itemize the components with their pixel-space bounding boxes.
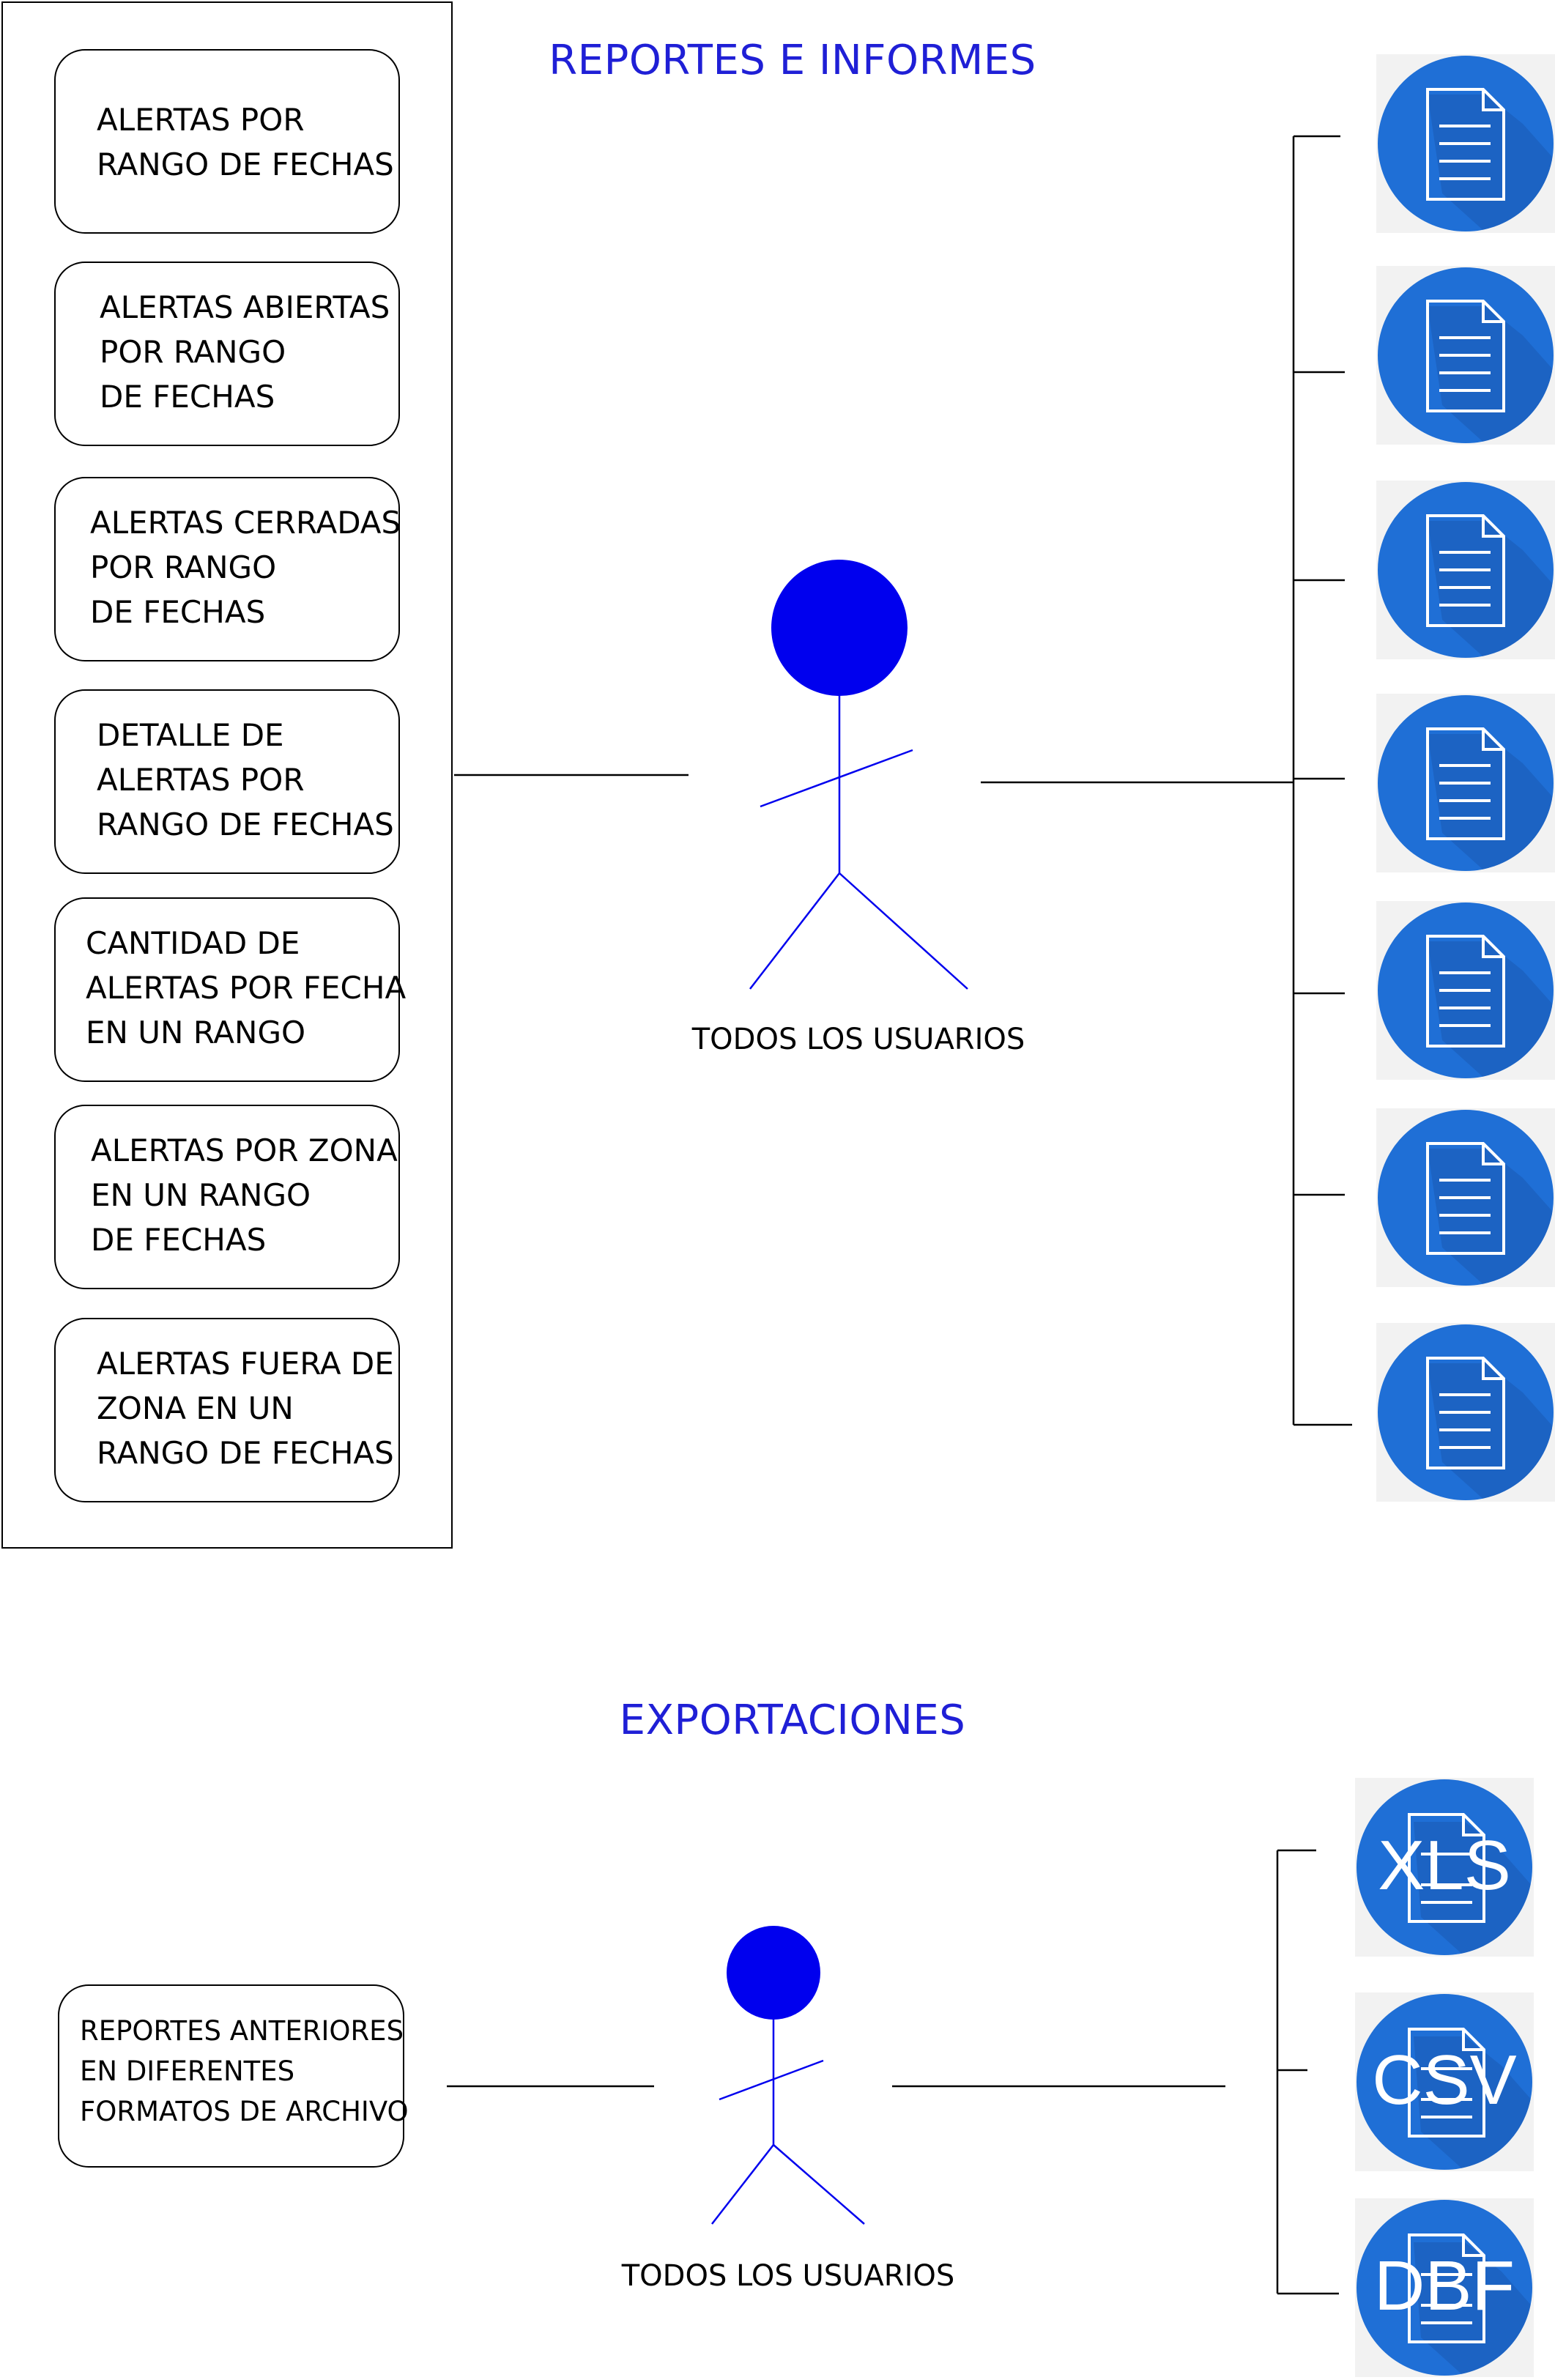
use-case-label: ALERTAS ABIERTAS POR RANGO DE FECHAS bbox=[100, 289, 390, 415]
use-case-alertas-abiertas[interactable]: ALERTAS ABIERTAS POR RANGO DE FECHAS bbox=[54, 262, 400, 446]
use-case-alertas-por-rango[interactable]: ALERTAS POR RANGO DE FECHAS bbox=[54, 49, 400, 234]
document-icon bbox=[1376, 1108, 1555, 1287]
use-case-label: CANTIDAD DE ALERTAS POR FECHA EN UN RANG… bbox=[86, 925, 407, 1050]
format-label: XLS bbox=[1378, 1826, 1510, 1905]
document-icon bbox=[1376, 694, 1555, 872]
document-icon bbox=[1376, 901, 1555, 1080]
document-icon bbox=[1376, 54, 1555, 233]
use-case-reportes-anteriores[interactable]: REPORTES ANTERIORES EN DIFERENTES FORMAT… bbox=[58, 1984, 409, 2168]
use-case-alertas-por-zona[interactable]: ALERTAS POR ZONA EN UN RANGO DE FECHAS bbox=[54, 1105, 400, 1289]
use-case-cantidad-alertas[interactable]: CANTIDAD DE ALERTAS POR FECHA EN UN RANG… bbox=[54, 897, 406, 1082]
dbf-file-icon: DBF bbox=[1355, 2198, 1534, 2377]
use-case-label: ALERTAS CERRADAS POR RANGO DE FECHAS bbox=[90, 505, 401, 630]
actor-todos-los-usuarios-export bbox=[711, 1926, 865, 2225]
reports-actor-label: TODOS LOS USUARIOS bbox=[691, 1023, 1025, 1056]
use-case-alertas-cerradas[interactable]: ALERTAS CERRADAS POR RANGO DE FECHAS bbox=[54, 477, 401, 661]
format-label: DBF bbox=[1374, 2247, 1515, 2325]
xls-file-icon: XLS bbox=[1355, 1778, 1534, 1957]
use-case-label: REPORTES ANTERIORES EN DIFERENTES FORMAT… bbox=[80, 2015, 409, 2127]
use-case-label: ALERTAS POR RANGO DE FECHAS bbox=[97, 102, 394, 182]
format-label: CSV bbox=[1372, 2041, 1516, 2119]
use-case-label: ALERTAS FUERA DE ZONA EN UN RANGO DE FEC… bbox=[97, 1346, 394, 1471]
reports-title: REPORTES E INFORMES bbox=[549, 37, 1036, 84]
use-case-alertas-fuera-zona[interactable]: ALERTAS FUERA DE ZONA EN UN RANGO DE FEC… bbox=[54, 1318, 400, 1502]
use-case-detalle-alertas[interactable]: DETALLE DE ALERTAS POR RANGO DE FECHAS bbox=[54, 689, 400, 874]
document-icon bbox=[1376, 266, 1555, 445]
document-icon bbox=[1376, 1323, 1555, 1502]
actor-todos-los-usuarios bbox=[749, 560, 968, 990]
exports-title: EXPORTACIONES bbox=[619, 1697, 966, 1744]
csv-file-icon: CSV bbox=[1355, 1992, 1534, 2171]
use-case-label: DETALLE DE ALERTAS POR RANGO DE FECHAS bbox=[97, 717, 394, 842]
document-icon bbox=[1376, 481, 1555, 659]
system-boundary bbox=[1, 1, 453, 1549]
exports-actor-label: TODOS LOS USUARIOS bbox=[621, 2259, 955, 2293]
use-case-label: ALERTAS POR ZONA EN UN RANGO DE FECHAS bbox=[91, 1132, 398, 1258]
